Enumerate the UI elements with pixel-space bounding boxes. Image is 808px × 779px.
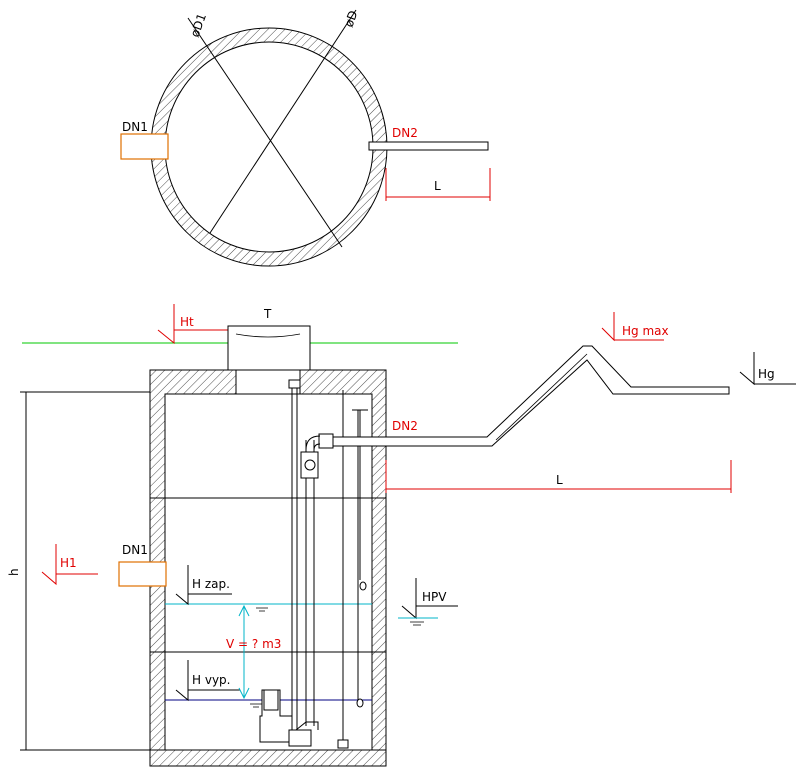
plan-d-label: øD (342, 9, 361, 29)
plan-outlet-pipe (368, 141, 489, 151)
section-l-label: L (556, 473, 563, 487)
valve-wheel (304, 459, 316, 471)
section-dn1-label: DN1 (122, 543, 148, 557)
section-inlet-pipe (118, 561, 167, 587)
hg-label: Hg (758, 367, 775, 381)
gate-valve (318, 433, 334, 449)
float-switch-low (356, 698, 364, 708)
volume-arrow-head-bottom (238, 687, 250, 700)
section-dn2-label: DN2 (392, 419, 418, 433)
plan-view: øD1 øD DN1 DN2 L (120, 9, 491, 267)
h-vyp-label: H vyp. (192, 673, 230, 687)
hpv-marker (401, 578, 417, 620)
discharge-pipe-inner (495, 353, 588, 441)
discharge-pipe (332, 345, 730, 447)
pump-discharge (295, 721, 319, 731)
h-label: h (7, 568, 21, 576)
ht-label: Ht (180, 315, 194, 329)
plan-inlet-pipe (120, 133, 169, 160)
tank-cover (227, 325, 311, 371)
riser-elbow (305, 435, 321, 451)
plan-tank-wall (150, 27, 388, 267)
hpv-label: HPV (422, 590, 447, 604)
volume-label: V = ? m3 (226, 637, 281, 651)
tank-cover-arc (235, 333, 301, 338)
h1-label: H1 (60, 556, 77, 570)
pump-volute (288, 729, 312, 747)
guide-rail-top (288, 379, 301, 389)
plan-l-label: L (434, 179, 441, 193)
float-base (337, 739, 349, 749)
h-vyp-marker (175, 660, 189, 702)
t-label: T (263, 307, 272, 321)
plan-dn1-label: DN1 (122, 120, 148, 134)
hg-marker (739, 352, 755, 386)
h-vyp-water-symbol (250, 703, 262, 708)
tank-floor (149, 749, 387, 767)
h-zap-label: H zap. (192, 577, 230, 591)
hpv-water-symbol (410, 621, 424, 626)
section-view: Ht T DN1 H1 h H zap. H vyp. V (7, 304, 796, 767)
h-zap-water-symbol (256, 607, 268, 612)
plan-diameter-d1-line (187, 17, 343, 248)
pump-motor (263, 689, 279, 711)
plan-d1-label: øD1 (188, 11, 209, 39)
hg-max-marker (601, 312, 615, 342)
plan-diameter-d-line (209, 9, 357, 234)
h1-level-marker (41, 544, 57, 586)
ht-level-marker (157, 304, 175, 345)
hg-max-label: Hg max (622, 324, 669, 338)
volume-arrow-head-top (238, 604, 250, 617)
float-switch-high (359, 581, 367, 591)
plan-dn2-label: DN2 (392, 126, 418, 140)
h-zap-marker (175, 565, 189, 606)
